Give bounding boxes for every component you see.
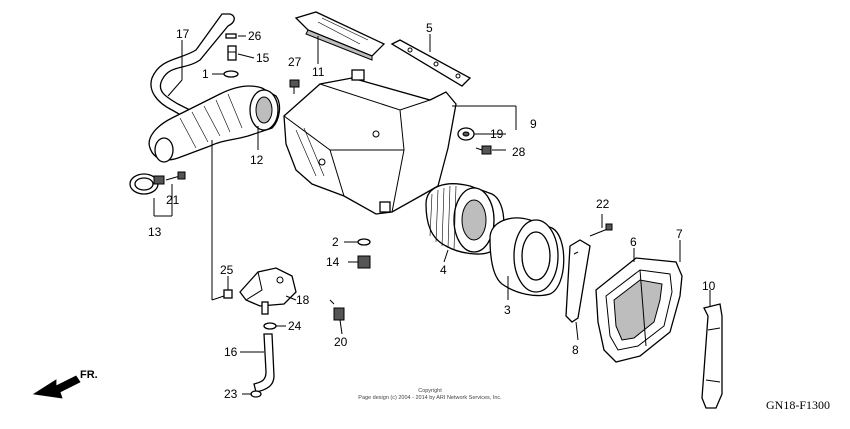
part-4-element (425, 183, 505, 255)
part-15-fitting (227, 45, 237, 61)
callout-1: 1 (202, 67, 209, 81)
part-13-clamp (129, 173, 165, 195)
callout-19: 19 (490, 127, 504, 141)
part-2-oring (357, 238, 371, 246)
part-25-cap (223, 289, 233, 299)
part-12-intake-duct (148, 85, 281, 163)
callout-22: 22 (596, 197, 610, 211)
leader-lines (153, 34, 711, 395)
callout-14: 14 (326, 255, 340, 269)
callout-labels: 17 26 15 1 27 11 5 9 19 28 12 21 13 2 14… (148, 21, 716, 401)
callout-12: 12 (250, 153, 264, 167)
part-26-clip (225, 33, 237, 39)
part-11-cover (294, 11, 386, 61)
part-16-tube (253, 333, 275, 393)
callout-25: 25 (220, 263, 234, 277)
callout-28: 28 (512, 145, 526, 159)
callout-23: 23 (224, 387, 238, 401)
part-18-drain-body (239, 267, 297, 315)
callout-15: 15 (256, 51, 270, 65)
part-10-strap (701, 303, 723, 409)
callout-27: 27 (288, 55, 302, 69)
callout-3: 3 (504, 303, 511, 317)
copyright-title: Copyright (418, 388, 442, 394)
front-direction-arrow: FR. (32, 369, 98, 399)
callout-16: 16 (224, 345, 238, 359)
part-5-bracket (390, 39, 472, 87)
part-3-foam-filter (489, 217, 565, 297)
callout-6: 6 (630, 235, 637, 249)
direction-label: FR. (80, 369, 98, 381)
part-24-clip (263, 322, 277, 330)
part-21-screw (165, 171, 186, 181)
part-6-7-cover (595, 257, 683, 363)
callout-26: 26 (248, 29, 262, 43)
callout-7: 7 (676, 227, 683, 241)
callout-4: 4 (440, 263, 447, 277)
callout-17: 17 (176, 27, 190, 41)
part-23-clip (250, 390, 262, 398)
callout-24: 24 (288, 319, 302, 333)
part-19-grommet (457, 127, 475, 141)
callout-20: 20 (334, 335, 348, 349)
callout-11: 11 (312, 65, 325, 79)
callout-13: 13 (148, 225, 162, 239)
copyright-text: Page design (c) 2004 - 2014 by ARI Netwo… (358, 395, 502, 401)
part-27-bolt (289, 79, 300, 94)
part-14-clip (357, 255, 371, 269)
callout-2: 2 (332, 235, 339, 249)
part-20-bolt (329, 299, 345, 321)
callout-8: 8 (572, 343, 579, 357)
part-28-bolt (475, 145, 492, 155)
part-1-oring (223, 70, 239, 78)
callout-9: 9 (530, 117, 537, 131)
copyright-notice: Copyright Page design (c) 2004 - 2014 by… (330, 388, 530, 402)
part-9-air-cleaner-case (283, 69, 457, 215)
callout-10: 10 (702, 279, 716, 293)
part-17-hose (150, 13, 235, 119)
arrow-icon (32, 375, 81, 399)
part-22-screw (589, 223, 613, 237)
part-8-strap (565, 239, 591, 323)
callout-18: 18 (296, 293, 310, 307)
callout-21: 21 (166, 193, 180, 207)
diagram-code: GN18-F1300 (765, 398, 830, 412)
callout-5: 5 (426, 21, 433, 35)
